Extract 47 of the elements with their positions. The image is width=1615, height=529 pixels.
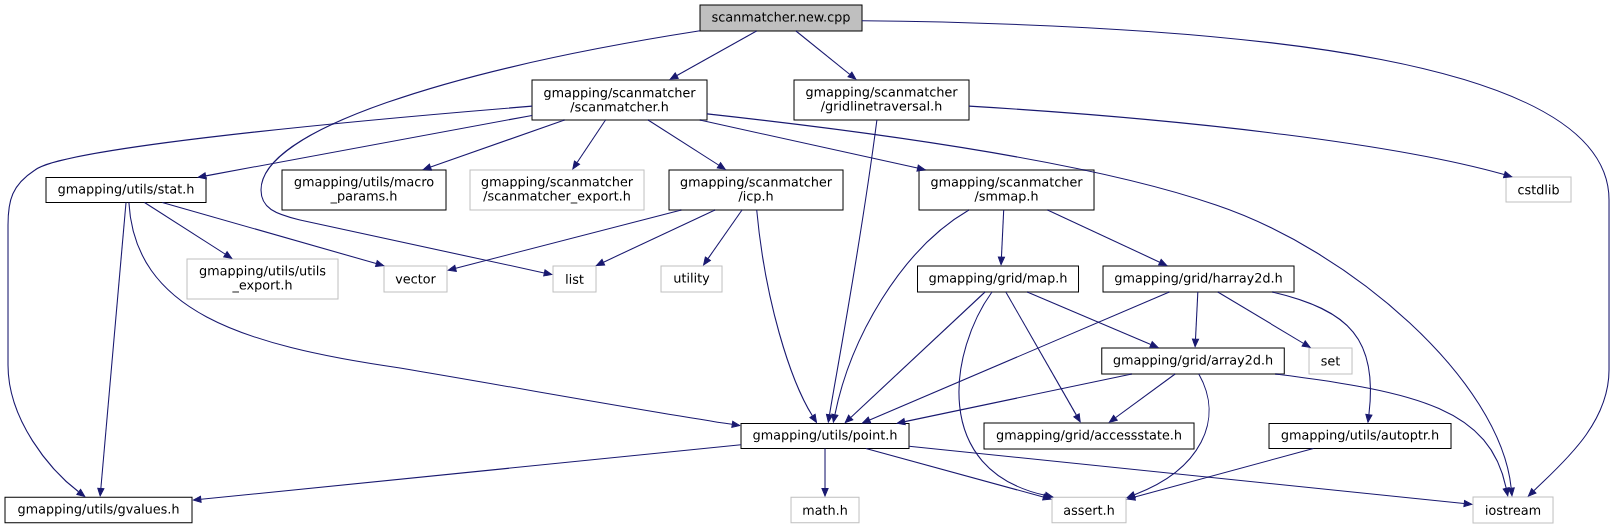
arrow [1126, 447, 1314, 501]
arrow [844, 291, 986, 424]
file-box: iostream [1472, 496, 1554, 524]
file-box: gmapping/utils/autoptr.h [1268, 423, 1452, 449]
file-box: gmapping/grid/accessstate.h [983, 422, 1195, 450]
arrow [706, 113, 1515, 497]
arrow [192, 444, 742, 504]
file-box: gmapping/scanmatcher /icp.h [668, 169, 844, 211]
file-box: set [1308, 347, 1353, 375]
file-box: cstdlib [1505, 176, 1572, 203]
file-box: gmapping/utils/utils _export.h [186, 258, 339, 300]
file-box: vector [383, 265, 448, 293]
arrow [865, 447, 1052, 501]
file-box: gmapping/utils/macro _params.h [281, 169, 447, 211]
file-box: gmapping/grid/array2d.h [1101, 347, 1285, 375]
arrow [1191, 291, 1200, 348]
arrow [908, 445, 1473, 508]
file-box: gmapping/scanmatcher /smmap.h [918, 169, 1095, 211]
arrow [896, 373, 1133, 426]
arrow [1126, 373, 1210, 499]
arrow [260, 30, 701, 277]
arrow [1274, 373, 1510, 497]
file-box: gmapping/scanmatcher /gridlinetraversal.h [793, 79, 970, 121]
file-box: gmapping/scanmatcher /scanmatcher_export.h [469, 169, 645, 211]
file-box: assert.h [1051, 496, 1127, 524]
arrow [861, 20, 1610, 497]
file-box: gmapping/utils/gvalues.h [4, 496, 193, 524]
arrow [1108, 373, 1176, 423]
arrow [447, 209, 682, 272]
arrow [422, 119, 566, 171]
file-box: gmapping/utils/stat.h [45, 177, 207, 203]
arrow [1047, 209, 1168, 266]
arrow [669, 30, 758, 80]
file-box: list [552, 265, 597, 293]
arrow [997, 209, 1006, 266]
arrow [572, 119, 607, 170]
file-box: gmapping/grid/harray2d.h [1102, 265, 1295, 293]
arrow [958, 291, 1054, 499]
file-box: gmapping/scanmatcher /scanmatcher.h [531, 79, 708, 121]
file-box: utility [660, 265, 723, 293]
highlighted-file-box: scanmatcher.new.cpp [699, 4, 863, 32]
file-box: gmapping/utils/point.h [740, 423, 910, 449]
file-box: gmapping/grid/map.h [917, 265, 1079, 293]
file-box: math.h [790, 496, 860, 524]
arrow [1005, 291, 1081, 423]
arrow [795, 30, 857, 80]
arrow [144, 201, 233, 259]
